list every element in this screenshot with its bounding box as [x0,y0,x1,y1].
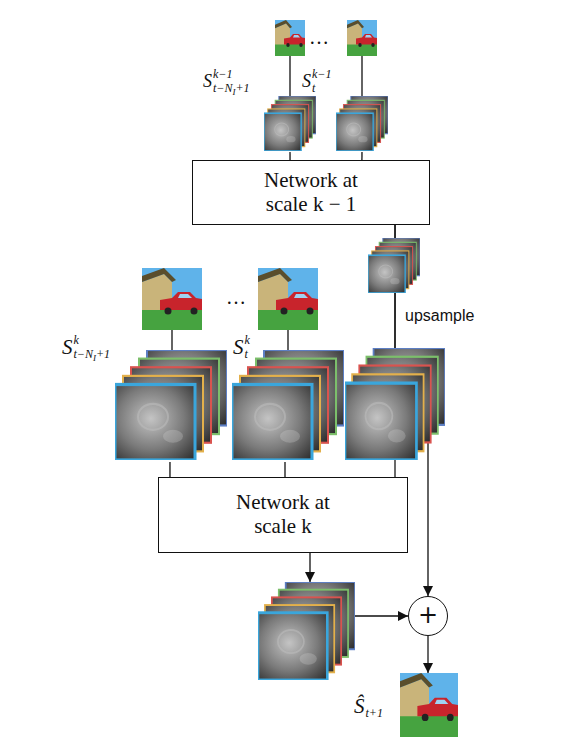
symbol-base: S [233,335,244,360]
wire [171,330,172,352]
time-index: t−N [74,347,93,361]
scale-index: k−1 [312,67,331,81]
scale-index: k [74,333,79,347]
feature-stack [232,350,344,460]
scale-index: k [245,333,250,347]
index-stack: kt−NI+1 [74,334,111,362]
connector [284,462,285,477]
feature-stack [345,348,445,460]
symbol-name: S [233,335,244,359]
frame-image [142,268,202,330]
subscript: t+1 [366,707,383,721]
time-index: t [312,81,315,95]
index-stack: t+1 [366,693,383,721]
time-index: t+1 [366,706,383,720]
wire [289,56,290,97]
math-label: Sk−1t [302,68,331,96]
input-frame-column: Sk−1t [334,18,390,152]
symbol-base: S [62,335,73,360]
math-label: Sk−1t−NI+1 [203,68,250,96]
symbol-base: S [203,71,212,92]
symbol-base: S [302,71,311,92]
subscript: t−NI+1 [74,348,111,362]
input-frame-column: Skt [228,266,348,462]
frame-image [275,20,305,56]
output-frame: Ŝt+1 [400,673,458,737]
subscript: t [245,348,250,362]
connector [361,152,362,160]
feature-stack [258,582,355,680]
connector [427,636,428,673]
wire [361,56,362,97]
symbol-base: Ŝ [354,694,365,719]
time-index: t−N [213,81,232,95]
network-label: Network at scale k − 1 [259,169,363,216]
frame-image [400,673,458,737]
connector [289,152,290,160]
math-label: Skt−NI+1 [62,334,110,362]
sum-symbol: + [418,603,438,627]
edge-label: upsample [405,307,474,325]
sum-node: + [408,596,448,636]
ellipsis: … [226,286,246,309]
symbol-name: Ŝ [354,694,365,718]
frame-image [347,20,377,56]
time-index: t [245,347,248,361]
superscript: k [245,334,250,348]
symbol-name: S [302,71,311,91]
time-index: I [93,353,96,363]
index-stack: k−1t−NI+1 [213,68,250,96]
frame-image [258,268,318,330]
superscript: k [74,334,111,348]
arrow-head [305,572,315,582]
feature-stack [336,96,388,151]
symbol-name: S [203,71,212,91]
index-stack: kt [245,334,250,362]
math-label: Ŝt+1 [354,693,383,721]
subscript: t [312,82,331,96]
network-label: Network at scale k [231,491,335,538]
network-box: Network at scale k [158,477,408,553]
time-index: +1 [96,347,110,361]
input-frame-column: Skt−NI+1 [112,266,232,462]
wire [287,330,288,352]
feature-stack [264,96,316,151]
subscript: t−NI+1 [213,82,250,96]
index-stack: k−1t [312,68,331,96]
time-index: I [232,87,235,97]
scale-index: k−1 [213,67,232,81]
symbol-name: S [62,335,73,359]
connector [169,462,170,477]
network-box: Network at scale k − 1 [192,160,430,225]
math-label: Skt [233,334,250,362]
feature-stack [368,238,420,293]
time-index: +1 [235,81,249,95]
superscript: k−1 [213,68,250,82]
ellipsis: … [309,26,329,49]
superscript: k−1 [312,68,331,82]
feature-stack [115,350,227,460]
